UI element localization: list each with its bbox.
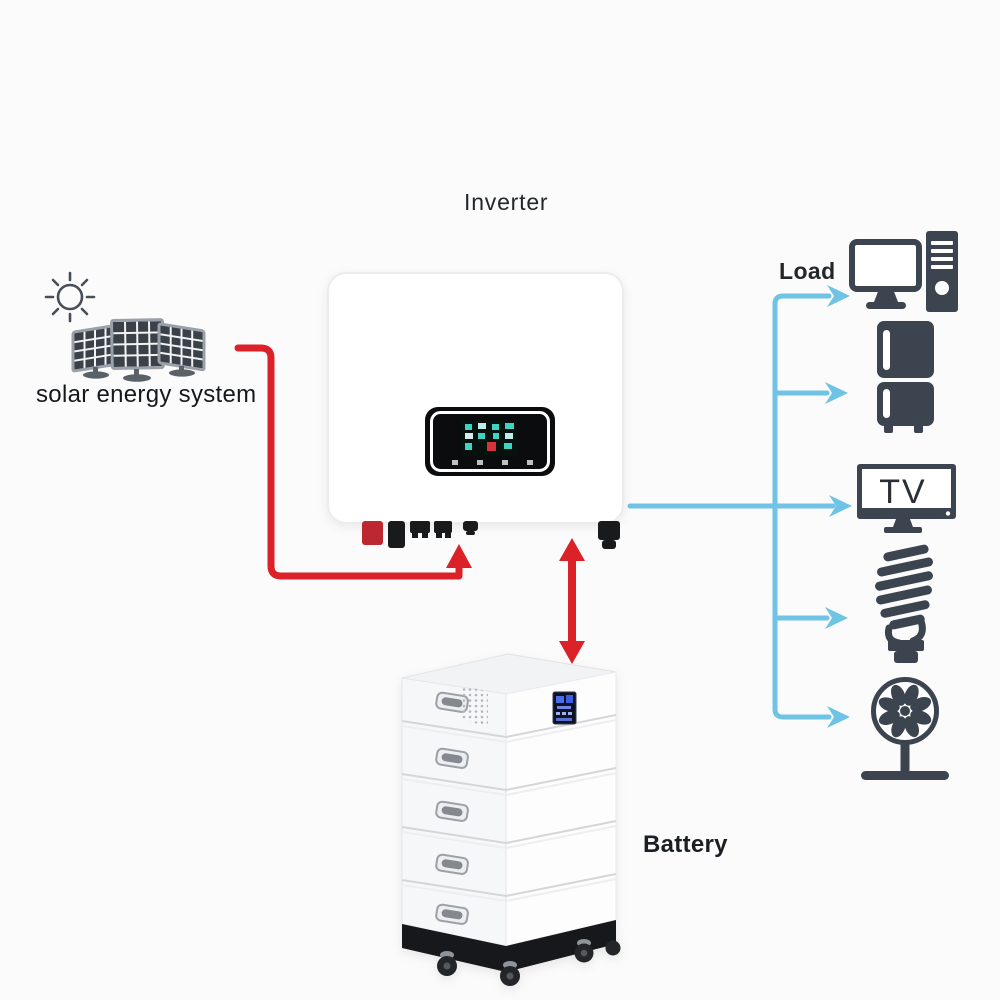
battery-handles [435, 691, 469, 925]
inverter-connectors [362, 521, 620, 549]
solar-panels-icon [71, 318, 206, 382]
computer-icon [849, 231, 958, 312]
solar-system-label: solar energy system [36, 381, 257, 408]
panel-stands [83, 366, 195, 382]
mc4-connector-black [388, 521, 405, 548]
mc4-connector-red [362, 521, 383, 545]
load-label: Load [779, 258, 836, 284]
load-trunk-line [772, 293, 832, 720]
refrigerator-icon [877, 321, 934, 433]
battery-vent-grille [462, 686, 488, 727]
antenna-port [463, 521, 478, 535]
inverter-display [425, 407, 555, 476]
ac-output-connector [598, 521, 620, 549]
arrow-to-computer [827, 285, 850, 307]
arrow-to-fridge [825, 382, 848, 404]
battery-module-separators [401, 714, 617, 903]
inverter-device [327, 272, 624, 549]
fan-icon [861, 677, 949, 780]
terminal-block-1 [410, 521, 430, 538]
battery-device [401, 653, 621, 986]
arrow-to-bulb [825, 607, 848, 629]
battery-wheels [437, 939, 621, 986]
inverter-lcd-icons [465, 423, 514, 451]
inverter-battery-connection [559, 538, 585, 664]
inverter-body [327, 272, 624, 524]
sun-icon [44, 271, 96, 323]
battery-label: Battery [643, 831, 728, 858]
pv-to-inverter-connection [234, 344, 472, 580]
inverter-label: Inverter [464, 189, 549, 215]
battery-display [552, 691, 577, 725]
arrow-to-fan [827, 706, 850, 728]
inverter-display-buttons [452, 460, 533, 465]
tv-label: TV [879, 473, 926, 511]
tv-icon: TV [857, 464, 956, 533]
battery-base [402, 920, 616, 972]
arrow-to-tv [829, 495, 852, 517]
inverter-to-loads-connections [627, 285, 852, 728]
light-bulb-icon [875, 544, 933, 663]
terminal-block-2 [434, 521, 452, 538]
